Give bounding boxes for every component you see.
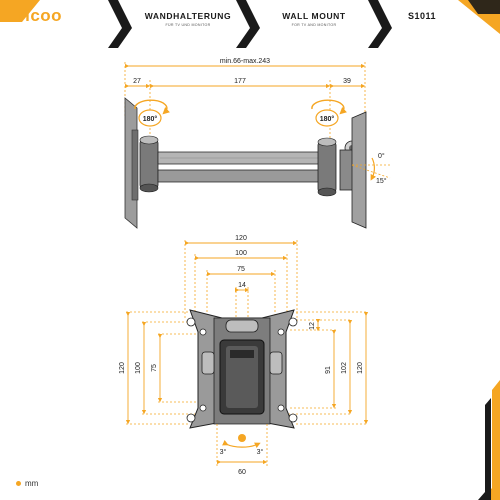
rotate-indicator: 3° 3° <box>220 434 264 456</box>
wall-plate <box>124 97 139 229</box>
width-120-label: 120 <box>235 235 247 242</box>
footer-accent-dark <box>478 398 491 500</box>
swivel-right-label: 180° <box>320 115 335 123</box>
unit-label: mm <box>25 479 39 488</box>
height-120-right-label: 120 <box>357 362 364 374</box>
left-offset-label: 27 <box>133 78 141 85</box>
title-english: WALL MOUNT FOR TV AND MONITOR <box>266 11 362 27</box>
right-offset-label: 39 <box>343 78 351 85</box>
tilt-up-label: 0° <box>378 152 385 160</box>
height-12-label: 12 <box>309 322 316 330</box>
arm-length-label: 177 <box>234 78 246 85</box>
width-100-label: 100 <box>235 250 247 257</box>
height-102-label: 102 <box>341 362 348 374</box>
header-bar: ricoo WANDHALTERUNG FÜR TV UND MONITOR W… <box>0 0 500 48</box>
front-view: 120 100 75 14 120 100 75 <box>119 235 369 476</box>
rotate-right-label: 3° <box>257 448 264 456</box>
height-75-left-label: 75 <box>151 364 158 372</box>
title-german-sub: FÜR TV UND MONITOR <box>165 23 211 27</box>
left-joint <box>139 135 159 193</box>
tilt-indicator: 0° 15° <box>351 152 392 185</box>
swivel-right-badge: 180° <box>311 99 347 127</box>
unit-legend: mm <box>16 479 38 488</box>
swivel-left-label: 180° <box>143 115 158 123</box>
rotate-left-label: 3° <box>220 448 227 456</box>
title-english-sub: FOR TV AND MONITOR <box>291 23 337 27</box>
height-100-left-label: 100 <box>135 362 142 374</box>
overall-length-label: min.66-max.243 <box>220 58 270 65</box>
unit-bullet-icon <box>16 481 21 487</box>
tilt-down-label: 15° <box>376 177 387 185</box>
side-view: min.66-max.243 27 177 39 <box>124 58 392 229</box>
header-decoration <box>0 0 500 48</box>
right-joint <box>317 137 337 197</box>
brand-logo: ricoo <box>18 6 63 25</box>
extension-arm <box>157 151 323 183</box>
model-number: S1011 <box>408 11 437 21</box>
width-14-label: 14 <box>238 282 246 289</box>
title-german-main: WANDHALTERUNG <box>144 11 232 21</box>
width-75-label: 75 <box>237 266 245 273</box>
width-60-label: 60 <box>238 469 246 476</box>
swivel-left-badge: 180° <box>134 99 170 127</box>
height-91-label: 91 <box>325 366 332 374</box>
vesa-plate <box>186 309 298 429</box>
title-english-main: WALL MOUNT <box>282 11 346 21</box>
footer-accent <box>482 380 500 500</box>
tilt-head <box>339 111 367 229</box>
title-german: WANDHALTERUNG FÜR TV UND MONITOR <box>140 11 236 27</box>
height-120-left-label: 120 <box>119 362 126 374</box>
